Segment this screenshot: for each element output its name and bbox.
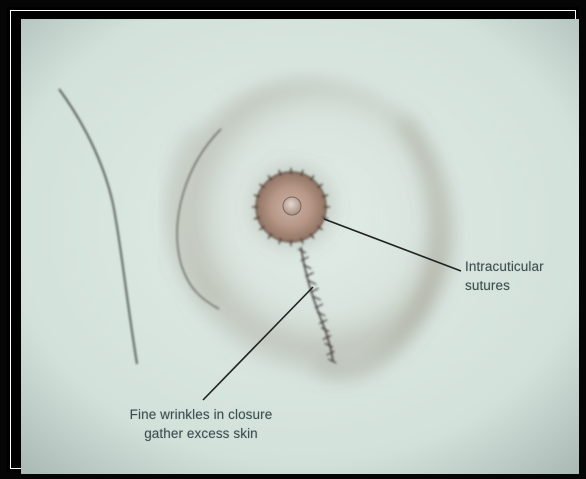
areola [251, 165, 335, 249]
surgical-illustration: Intracuticular sutures Fine wrinkles in … [21, 19, 579, 474]
annotation-sutures-line2: sutures [465, 276, 544, 295]
annotation-fine-wrinkles: Fine wrinkles in closure gather excess s… [81, 405, 321, 443]
nipple [283, 197, 301, 215]
annotation-wrinkles-line2: gather excess skin [81, 424, 321, 443]
annotation-intracuticular-sutures: Intracuticular sutures [465, 257, 544, 295]
annotation-sutures-line1: Intracuticular [465, 257, 544, 276]
annotation-wrinkles-line1: Fine wrinkles in closure [81, 405, 321, 424]
